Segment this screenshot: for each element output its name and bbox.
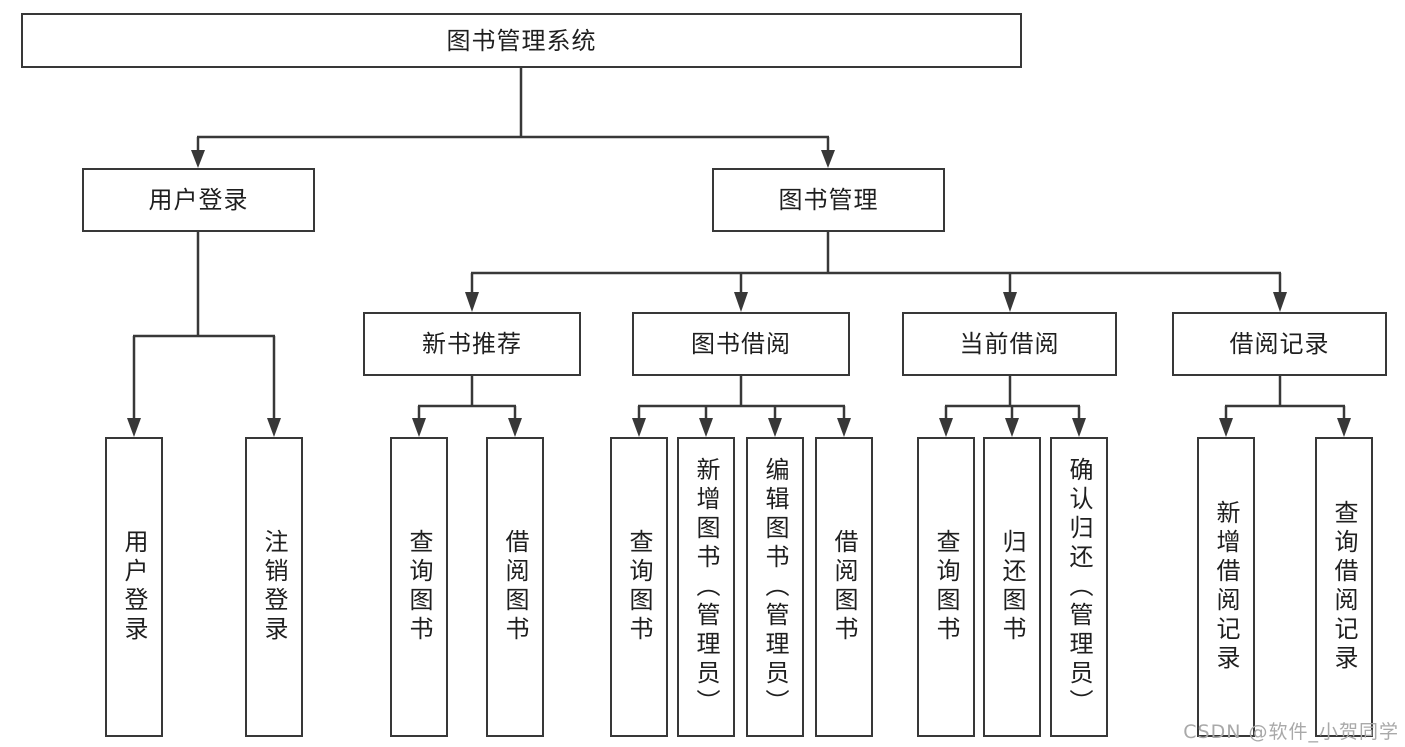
- node-leaf-logout: 注销登录: [245, 437, 303, 737]
- node-leaf-add-borrow-record: 新增借阅记录: [1197, 437, 1255, 737]
- node-borrowing-records: 借阅记录: [1172, 312, 1387, 376]
- node-leaf-borrow-books: 借阅图书: [815, 437, 873, 737]
- node-leaf-query-books-recommendation: 查询图书: [390, 437, 448, 737]
- node-leaf-query-borrow-record: 查询借阅记录: [1315, 437, 1373, 737]
- node-user-login: 用户登录: [82, 168, 315, 232]
- node-leaf-edit-books-admin: 编辑图书（管理员）: [746, 437, 804, 737]
- node-leaf-query-books-borrowing: 查询图书: [610, 437, 668, 737]
- node-book-borrowing: 图书借阅: [632, 312, 850, 376]
- csdn-watermark: CSDN @软件_小贺同学: [1183, 721, 1399, 743]
- node-leaf-add-books-admin: 新增图书（管理员）: [677, 437, 735, 737]
- connector-strokes: [132, 68, 1346, 420]
- node-leaf-confirm-return-admin: 确认归还（管理员）: [1050, 437, 1108, 737]
- node-new-book-recommendation: 新书推荐: [363, 312, 581, 376]
- node-library-management-system: 图书管理系统: [21, 13, 1022, 68]
- node-leaf-return-books: 归还图书: [983, 437, 1041, 737]
- node-leaf-borrow-books-recommendation: 借阅图书: [486, 437, 544, 737]
- node-book-management: 图书管理: [712, 168, 945, 232]
- node-leaf-user-login: 用户登录: [105, 437, 163, 737]
- node-current-borrowing: 当前借阅: [902, 312, 1117, 376]
- node-leaf-query-books-current: 查询图书: [917, 437, 975, 737]
- connector-arrowheads: [127, 150, 1351, 437]
